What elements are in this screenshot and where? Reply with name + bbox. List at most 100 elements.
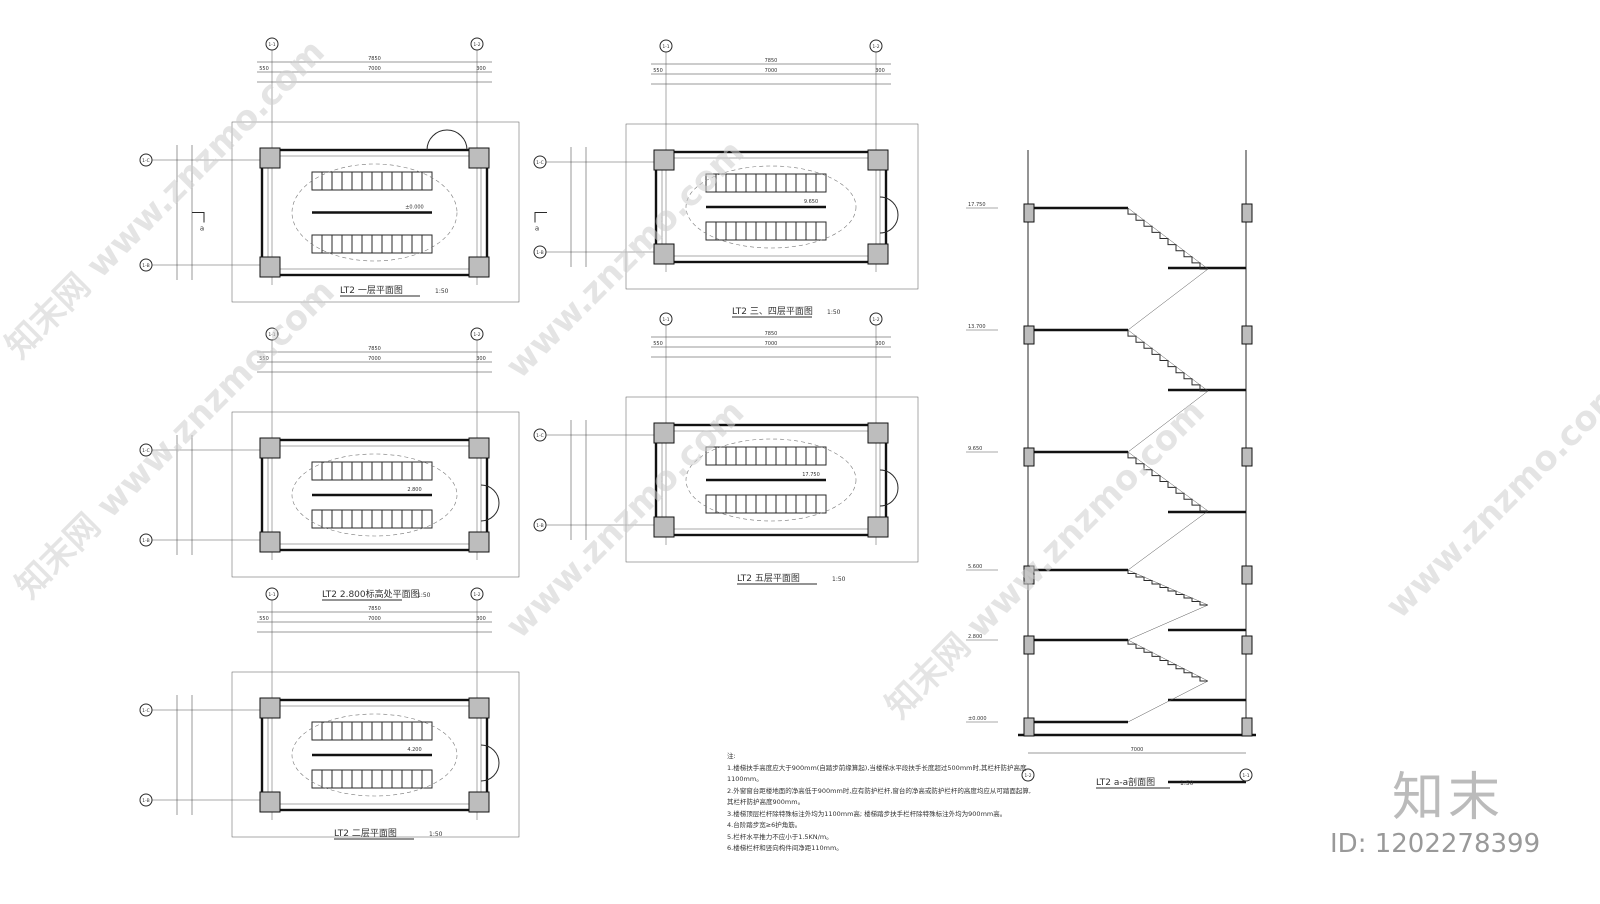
dimension-right: 300 — [476, 66, 486, 72]
slab-column — [1023, 635, 1035, 655]
dimension-total: 7850 — [368, 56, 381, 62]
stair-handrail — [1127, 510, 1209, 571]
stair-wall — [654, 150, 888, 264]
section-title: LT2 a-a剖面图 — [1096, 776, 1155, 788]
axis-label: 1-1 — [662, 317, 669, 323]
section-scale: 1:50 — [1180, 780, 1194, 787]
stair-wall — [260, 698, 489, 812]
structural-column — [468, 437, 490, 459]
axis-bubble — [1021, 768, 1035, 782]
axis-label: 1-1 — [268, 332, 275, 338]
axis-label: 1-1 — [268, 592, 275, 598]
stair-flight — [311, 721, 433, 741]
axis-label: 1-2 — [872, 317, 879, 323]
stair-flight — [311, 461, 433, 481]
site-outline — [231, 671, 520, 838]
clearance-ellipse — [291, 163, 458, 262]
slab-column — [1023, 325, 1035, 345]
axis-bubble — [139, 153, 153, 167]
dimension-right: 300 — [476, 356, 486, 362]
axis-label: 1-2 — [473, 42, 480, 48]
structural-column — [653, 243, 675, 265]
level-label: 2.800 — [968, 634, 982, 640]
dimension-mid: 7000 — [765, 341, 778, 347]
axis-label: 1-1 — [268, 42, 275, 48]
axis-label: 1-B — [142, 798, 149, 804]
stair-wall — [654, 423, 888, 537]
structural-column — [867, 243, 889, 265]
stair-flight — [311, 769, 433, 789]
structural-column — [867, 422, 889, 444]
note-line: 4.台阶踏步宽≥6护角筋。 — [727, 821, 802, 829]
inner-wall — [267, 445, 482, 545]
section-dimension: 7000 — [1131, 747, 1144, 753]
axis-bubble — [470, 587, 484, 601]
structural-column — [468, 256, 490, 278]
axis-bubble — [533, 155, 547, 169]
slab-column — [1241, 447, 1253, 467]
inner-wall — [267, 155, 482, 270]
brand-watermark: 知末 — [1392, 768, 1505, 828]
stair-handrail — [1127, 268, 1209, 331]
dimension-left: 550 — [259, 66, 269, 72]
structural-column — [259, 256, 281, 278]
axis-label: 1-B — [536, 523, 543, 529]
axis-bubble — [470, 327, 484, 341]
door-swing — [426, 129, 448, 151]
site-outline — [625, 123, 919, 290]
stair-flight — [705, 173, 827, 193]
structural-column — [259, 437, 281, 459]
dimension-total: 7850 — [368, 346, 381, 352]
dimension-left: 550 — [653, 341, 663, 347]
stair-handrail — [1127, 207, 1209, 270]
door-swing — [879, 196, 899, 234]
note-line: 其栏杆防护高度900mm。 — [727, 798, 805, 806]
clearance-ellipse — [685, 165, 857, 249]
plan-title: LT2 五层平面图 — [737, 573, 800, 584]
stair-handrail — [1127, 680, 1209, 723]
dimension-mid: 7000 — [368, 66, 381, 72]
axis-bubble — [470, 37, 484, 51]
structural-column — [867, 149, 889, 171]
axis-bubble — [533, 518, 547, 532]
axis-bubble — [869, 39, 883, 53]
design-notes: 注: 1.楼梯扶手高度应大于900mm(自踏步前缘算起),当楼梯水平段扶手长度超… — [727, 751, 1057, 855]
stair-wall — [260, 148, 489, 277]
structural-column — [653, 516, 675, 538]
plan-scale: 1:50 — [429, 831, 443, 838]
door-swing — [446, 129, 468, 151]
slab-column — [1023, 447, 1035, 467]
stair-handrail — [1127, 329, 1209, 392]
door-swing — [480, 744, 500, 782]
dimension-total: 7850 — [765, 331, 778, 337]
stair-handrail — [1127, 390, 1209, 453]
stair-handrail — [1127, 639, 1209, 682]
axis-label: 1-C — [536, 160, 544, 166]
dimension-left: 550 — [653, 68, 663, 74]
axis-label: 1-2 — [473, 332, 480, 338]
structural-column — [468, 791, 490, 813]
stair-flight — [311, 509, 433, 529]
level-label: ±0.000 — [968, 716, 987, 722]
axis-bubble — [265, 327, 279, 341]
elevation-label: 4.200 — [407, 747, 421, 753]
slab-column — [1241, 717, 1253, 737]
structural-column — [468, 147, 490, 169]
structural-column — [259, 791, 281, 813]
section-cut-symbol — [534, 212, 547, 223]
axis-bubble — [139, 258, 153, 272]
slab-column — [1241, 565, 1253, 585]
dimension-right: 300 — [875, 341, 885, 347]
dimension-right: 300 — [476, 616, 486, 622]
door-swing — [480, 484, 500, 522]
axis-label: 1-C — [536, 433, 544, 439]
axis-label: 1-C — [142, 158, 150, 164]
axis-bubble — [265, 37, 279, 51]
level-label: 5.600 — [968, 564, 982, 570]
slab-column — [1023, 565, 1035, 585]
axis-bubble — [265, 587, 279, 601]
